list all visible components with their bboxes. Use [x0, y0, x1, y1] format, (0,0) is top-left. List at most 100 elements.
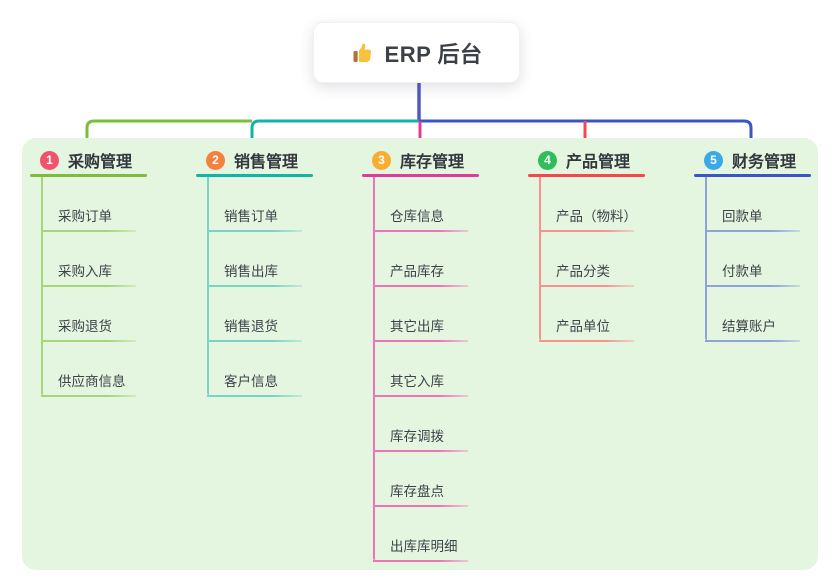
branch-item-underline [705, 230, 800, 232]
branch-item-underline [373, 560, 468, 562]
branch-number-badge: 5 [704, 150, 723, 170]
branch-items: 回款单付款单结算账户 [694, 177, 811, 342]
branch-item-underline [373, 230, 468, 232]
branch-item[interactable]: 其它入库 [362, 342, 479, 397]
branch-header[interactable]: 4 产品管理 [528, 146, 645, 174]
branch-header[interactable]: 3 库存管理 [362, 146, 479, 174]
branch-item-label: 产品单位 [556, 319, 610, 334]
branch-item-label: 销售退货 [224, 319, 278, 334]
branch-item[interactable]: 产品（物料） [528, 177, 645, 232]
branch-item-label: 结算账户 [722, 319, 776, 334]
branch-item-underline [207, 340, 302, 342]
branch-underline [196, 174, 313, 177]
branch-header[interactable]: 5 财务管理 [694, 146, 811, 174]
branch-item-label: 库存盘点 [390, 484, 444, 499]
branch-item-underline [705, 340, 800, 342]
branch-underline [30, 174, 147, 177]
branch-item-label: 产品库存 [390, 264, 444, 279]
branch-item-underline [539, 285, 634, 287]
branch-column-2: 2 销售管理销售订单销售出库销售退货客户信息 [196, 146, 313, 397]
branch-item-label: 采购退货 [58, 319, 112, 334]
branch-item[interactable]: 销售出库 [196, 232, 313, 287]
branch-item-label: 回款单 [722, 209, 763, 224]
branch-item[interactable]: 结算账户 [694, 287, 811, 342]
branch-item-label: 客户信息 [224, 374, 278, 389]
branch-label: 采购管理 [68, 154, 133, 171]
branch-item[interactable]: 产品库存 [362, 232, 479, 287]
branch-item-underline [539, 230, 634, 232]
branch-item-label: 产品（物料） [556, 209, 637, 224]
branch-item-underline [41, 340, 136, 342]
branch-items: 销售订单销售出库销售退货客户信息 [196, 177, 313, 397]
thumbs-up-icon [351, 41, 375, 65]
branch-item-underline [373, 505, 468, 507]
branch-underline [694, 174, 811, 177]
branch-item-label: 销售出库 [224, 264, 278, 279]
branch-number-badge: 4 [538, 150, 557, 170]
branch-label: 库存管理 [400, 154, 465, 171]
branch-item[interactable]: 仓库信息 [362, 177, 479, 232]
branch-items: 仓库信息产品库存其它出库其它入库库存调拨库存盘点出库库明细 [362, 177, 479, 562]
branch-items: 产品（物料） 产品分类产品单位 [528, 177, 645, 342]
branch-item-label: 其它入库 [390, 374, 444, 389]
branch-item[interactable]: 库存盘点 [362, 452, 479, 507]
branch-item-underline [373, 395, 468, 397]
branch-column-5: 5 财务管理回款单付款单结算账户 [694, 146, 811, 342]
branch-number-badge: 1 [40, 150, 59, 170]
branch-number-badge: 2 [206, 150, 225, 170]
branch-item-label: 付款单 [722, 264, 763, 279]
branch-label: 财务管理 [732, 154, 797, 171]
branch-header[interactable]: 2 销售管理 [196, 146, 313, 174]
branch-label: 产品管理 [566, 154, 631, 171]
branch-item[interactable]: 采购退货 [30, 287, 147, 342]
branch-item-label: 库存调拨 [390, 429, 444, 444]
branch-column-1: 1 采购管理采购订单采购入库采购退货供应商信息 [30, 146, 147, 397]
branch-item-label: 采购订单 [58, 209, 112, 224]
branch-item[interactable]: 销售退货 [196, 287, 313, 342]
branch-item-underline [207, 395, 302, 397]
branch-item[interactable]: 销售订单 [196, 177, 313, 232]
branch-item[interactable]: 库存调拨 [362, 397, 479, 452]
branch-connector-vline [539, 177, 541, 340]
branch-item-underline [705, 285, 800, 287]
branch-connector-vline [705, 177, 707, 340]
branch-item[interactable]: 客户信息 [196, 342, 313, 397]
branch-item-underline [373, 285, 468, 287]
branch-underline [528, 174, 645, 177]
branch-item-underline [41, 285, 136, 287]
branch-connector-vline [373, 177, 375, 560]
branch-item-underline [539, 340, 634, 342]
branch-item[interactable]: 产品分类 [528, 232, 645, 287]
branch-item-label: 仓库信息 [390, 209, 444, 224]
branch-item-underline [373, 450, 468, 452]
branch-item-underline [207, 230, 302, 232]
branch-underline [362, 174, 479, 177]
branch-item[interactable]: 付款单 [694, 232, 811, 287]
branch-label: 销售管理 [234, 154, 299, 171]
root-node[interactable]: ERP 后台 [313, 22, 520, 83]
branch-item-label: 销售订单 [224, 209, 278, 224]
branch-column-4: 4 产品管理产品（物料） 产品分类产品单位 [528, 146, 645, 342]
branch-column-3: 3 库存管理仓库信息产品库存其它出库其它入库库存调拨库存盘点出库库明细 [362, 146, 479, 562]
branch-item[interactable]: 采购订单 [30, 177, 147, 232]
branch-item[interactable]: 供应商信息 [30, 342, 147, 397]
branch-item-underline [373, 340, 468, 342]
branch-item-underline [41, 230, 136, 232]
branch-item[interactable]: 产品单位 [528, 287, 645, 342]
branch-item-underline [41, 395, 136, 397]
branch-item-label: 其它出库 [390, 319, 444, 334]
branch-item-label: 采购入库 [58, 264, 112, 279]
branch-number-badge: 3 [372, 150, 391, 170]
branch-item[interactable]: 采购入库 [30, 232, 147, 287]
branches-panel [22, 138, 818, 570]
branch-item-label: 产品分类 [556, 264, 610, 279]
root-title: ERP 后台 [384, 41, 483, 67]
branch-item[interactable]: 回款单 [694, 177, 811, 232]
branch-item-underline [207, 285, 302, 287]
branch-header[interactable]: 1 采购管理 [30, 146, 147, 174]
branch-items: 采购订单采购入库采购退货供应商信息 [30, 177, 147, 397]
branch-item-label: 出库库明细 [390, 539, 458, 554]
branch-item[interactable]: 出库库明细 [362, 507, 479, 562]
branch-item[interactable]: 其它出库 [362, 287, 479, 342]
